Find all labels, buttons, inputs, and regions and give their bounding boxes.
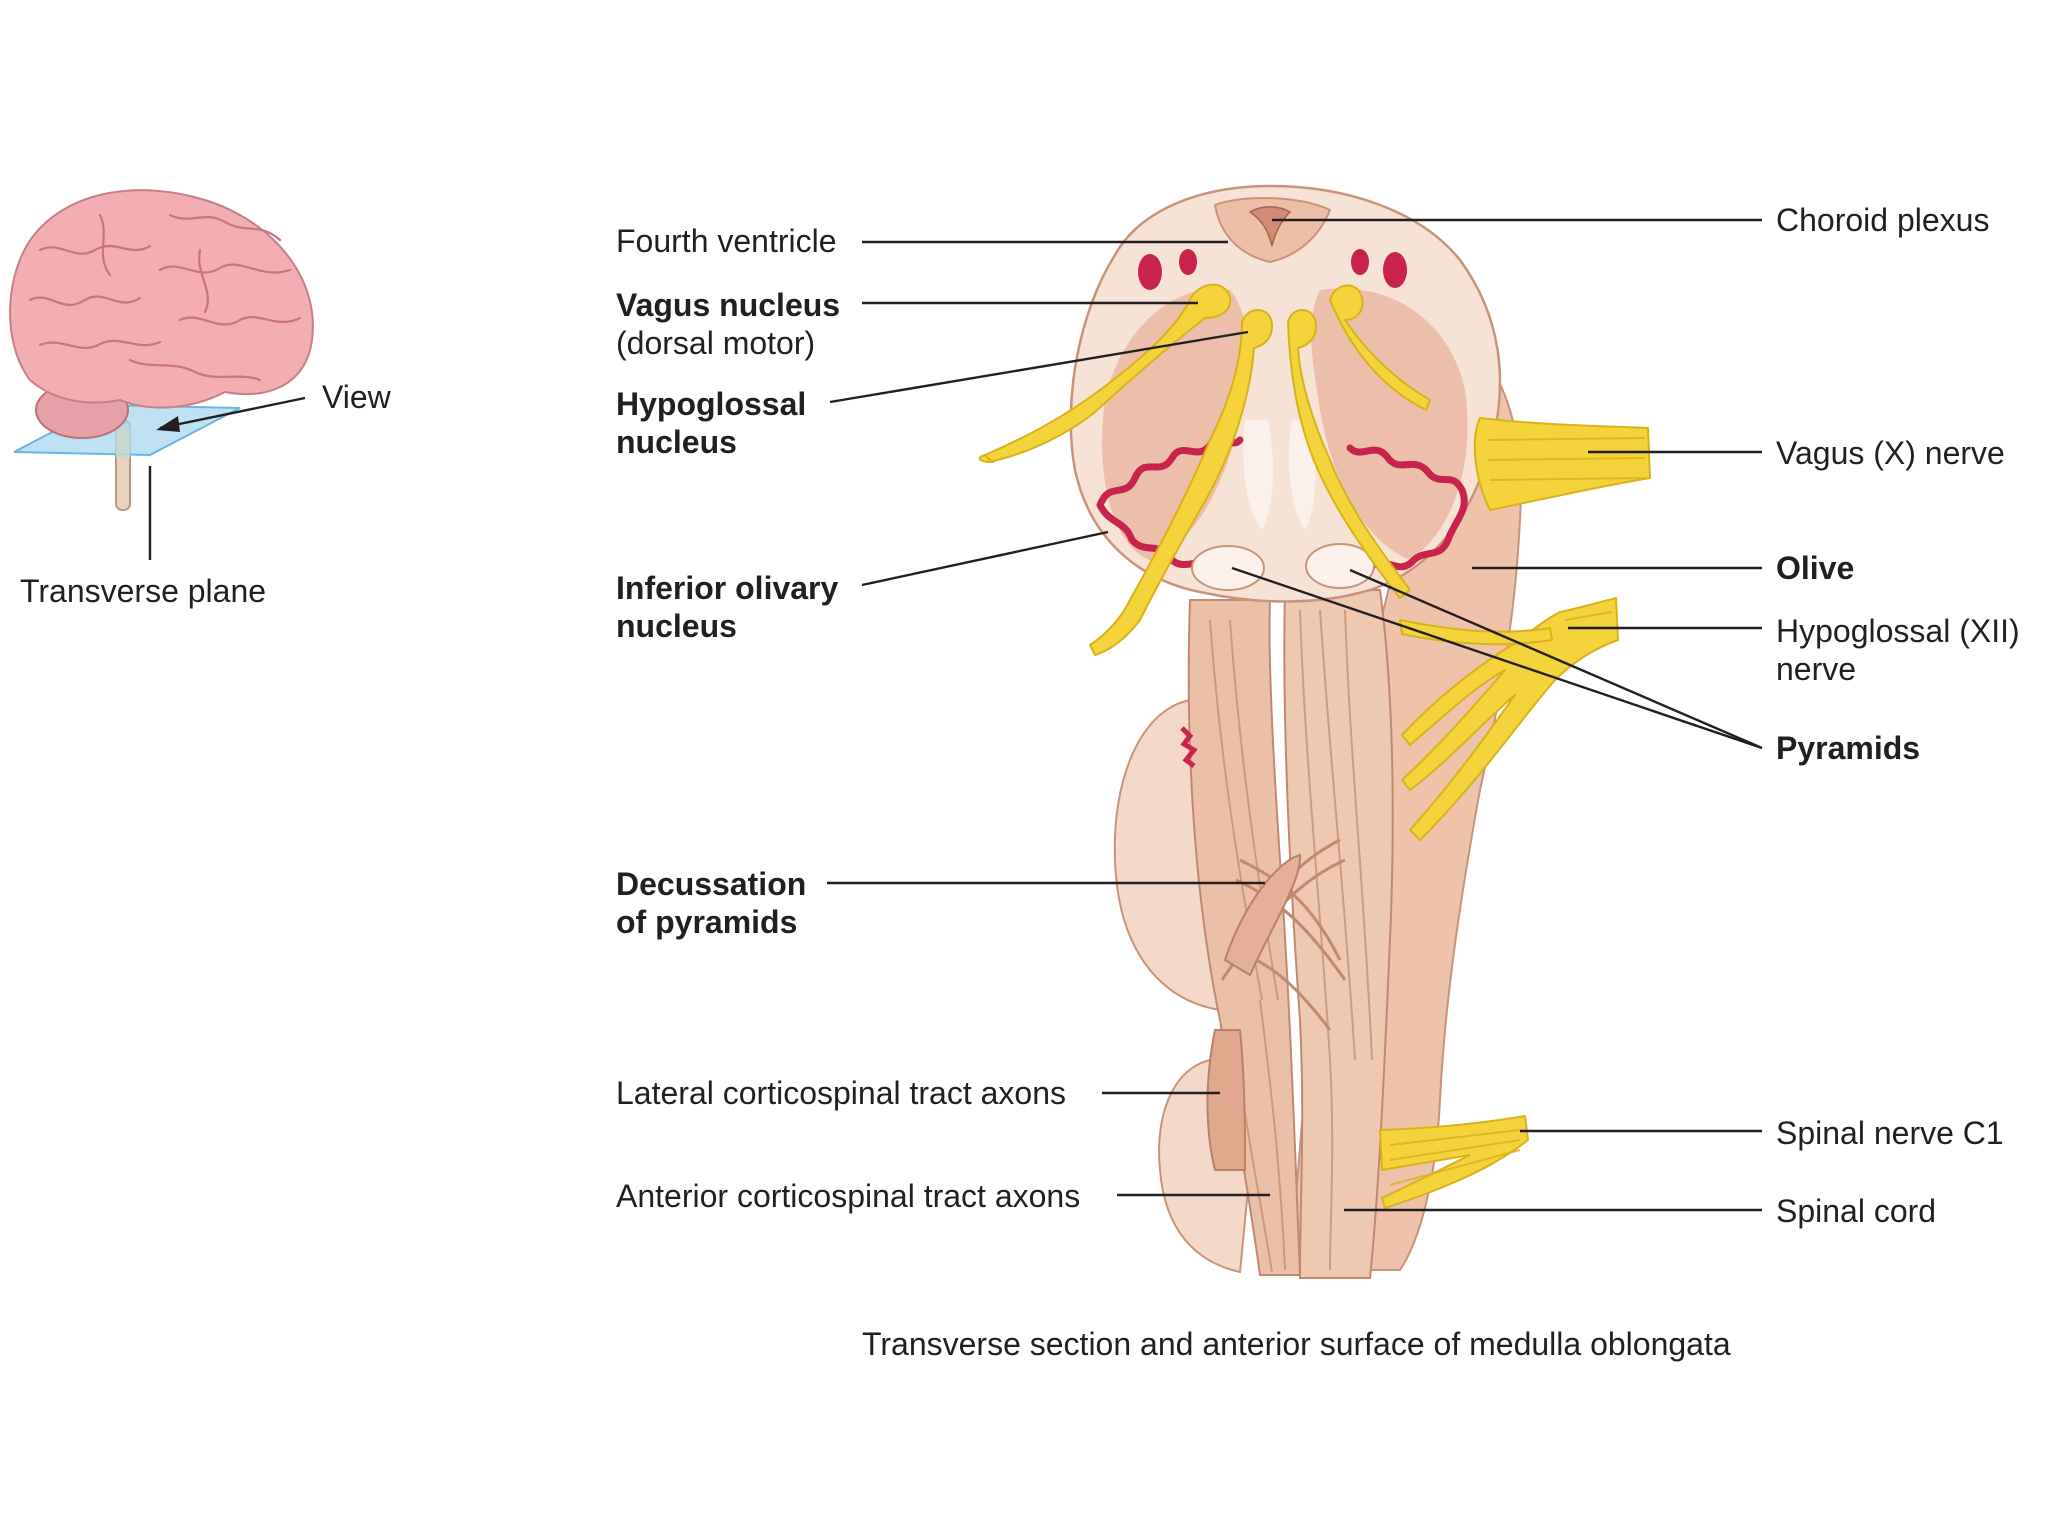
label-hypoglossal-nerve-2: nerve [1776, 651, 1856, 687]
label-hypoglossal-nucleus-2: nucleus [616, 424, 737, 460]
label-hypoglossal-nerve-1: Hypoglossal (XII) [1776, 613, 2020, 649]
grey-matter-right [1311, 288, 1468, 560]
hypoglossal-nerve-right [1401, 597, 1619, 841]
view-label: View [322, 379, 392, 415]
leader-pyramids-a [1231, 566, 1763, 750]
pyramid-left-section [1191, 545, 1265, 591]
inset-view-arrowhead [156, 416, 180, 432]
vagus-nucleus-left [984, 283, 1232, 463]
lateral-corticospinal-bundle [1206, 1029, 1247, 1171]
figure-caption: Transverse section and anterior surface … [862, 1326, 1731, 1362]
vagus-nerve-right [1473, 417, 1651, 511]
transverse-plane-label: Transverse plane [20, 573, 266, 609]
choroid-plexus [1248, 206, 1292, 247]
leader-inferior-olivary [861, 530, 1109, 587]
hypoglossal-nucleus-left [1089, 309, 1273, 656]
label-inferior-olivary-2: nucleus [616, 608, 737, 644]
dorsal-red-nuclei [1138, 249, 1407, 290]
label-lateral-cst: Lateral corticospinal tract axons [616, 1075, 1066, 1111]
leader-pyramids-b [1349, 568, 1763, 750]
decussation-bundle [1223, 853, 1302, 977]
label-olive: Olive [1776, 550, 1854, 586]
vagus-nucleus-right [1329, 284, 1431, 411]
label-spinal-cord: Spinal cord [1776, 1193, 1936, 1229]
label-vagus-nerve: Vagus (X) nerve [1776, 435, 2005, 471]
label-fourth-ventricle: Fourth ventricle [616, 223, 837, 259]
hypoglossal-nucleus-right [1287, 309, 1411, 599]
left-olive-red-edge [1180, 726, 1198, 768]
label-pyramids: Pyramids [1776, 730, 1920, 766]
nerve-fibers [984, 283, 1651, 1209]
leader-hypoglossal-nucleus [829, 330, 1249, 404]
label-vagus-nucleus: Vagus nucleus [616, 287, 840, 323]
label-spinal-nerve-c1: Spinal nerve C1 [1776, 1115, 2004, 1151]
medial-lemniscus-left [1243, 420, 1274, 530]
spinal-nerve-c1 [1379, 1115, 1529, 1209]
brain-inset: View Transverse plane [9, 189, 392, 609]
label-decussation-1: Decussation [616, 866, 806, 902]
pyramid-right-section [1305, 543, 1375, 589]
medulla-illustration [978, 184, 1651, 1279]
labels-left: Fourth ventricle Vagus nucleus (dorsal m… [616, 223, 1080, 1214]
label-anterior-cst: Anterior corticospinal tract axons [616, 1178, 1080, 1214]
right-pyramid-column [1283, 589, 1394, 1279]
inset-cerebrum [9, 189, 314, 409]
label-choroid-plexus: Choroid plexus [1776, 202, 1989, 238]
grey-matter-left [1102, 288, 1249, 560]
inset-view-arrow [159, 396, 306, 430]
leader-lines [827, 218, 1763, 1212]
label-hypoglossal-nucleus-1: Hypoglossal [616, 386, 806, 422]
labels-right: Choroid plexus Vagus (X) nerve Olive Hyp… [1776, 202, 2020, 1229]
vagus-nerve-left-stub [978, 453, 995, 464]
label-vagus-nucleus-sub: (dorsal motor) [616, 325, 815, 361]
label-decussation-2: of pyramids [616, 904, 797, 940]
label-inferior-olivary-1: Inferior olivary [616, 570, 839, 606]
